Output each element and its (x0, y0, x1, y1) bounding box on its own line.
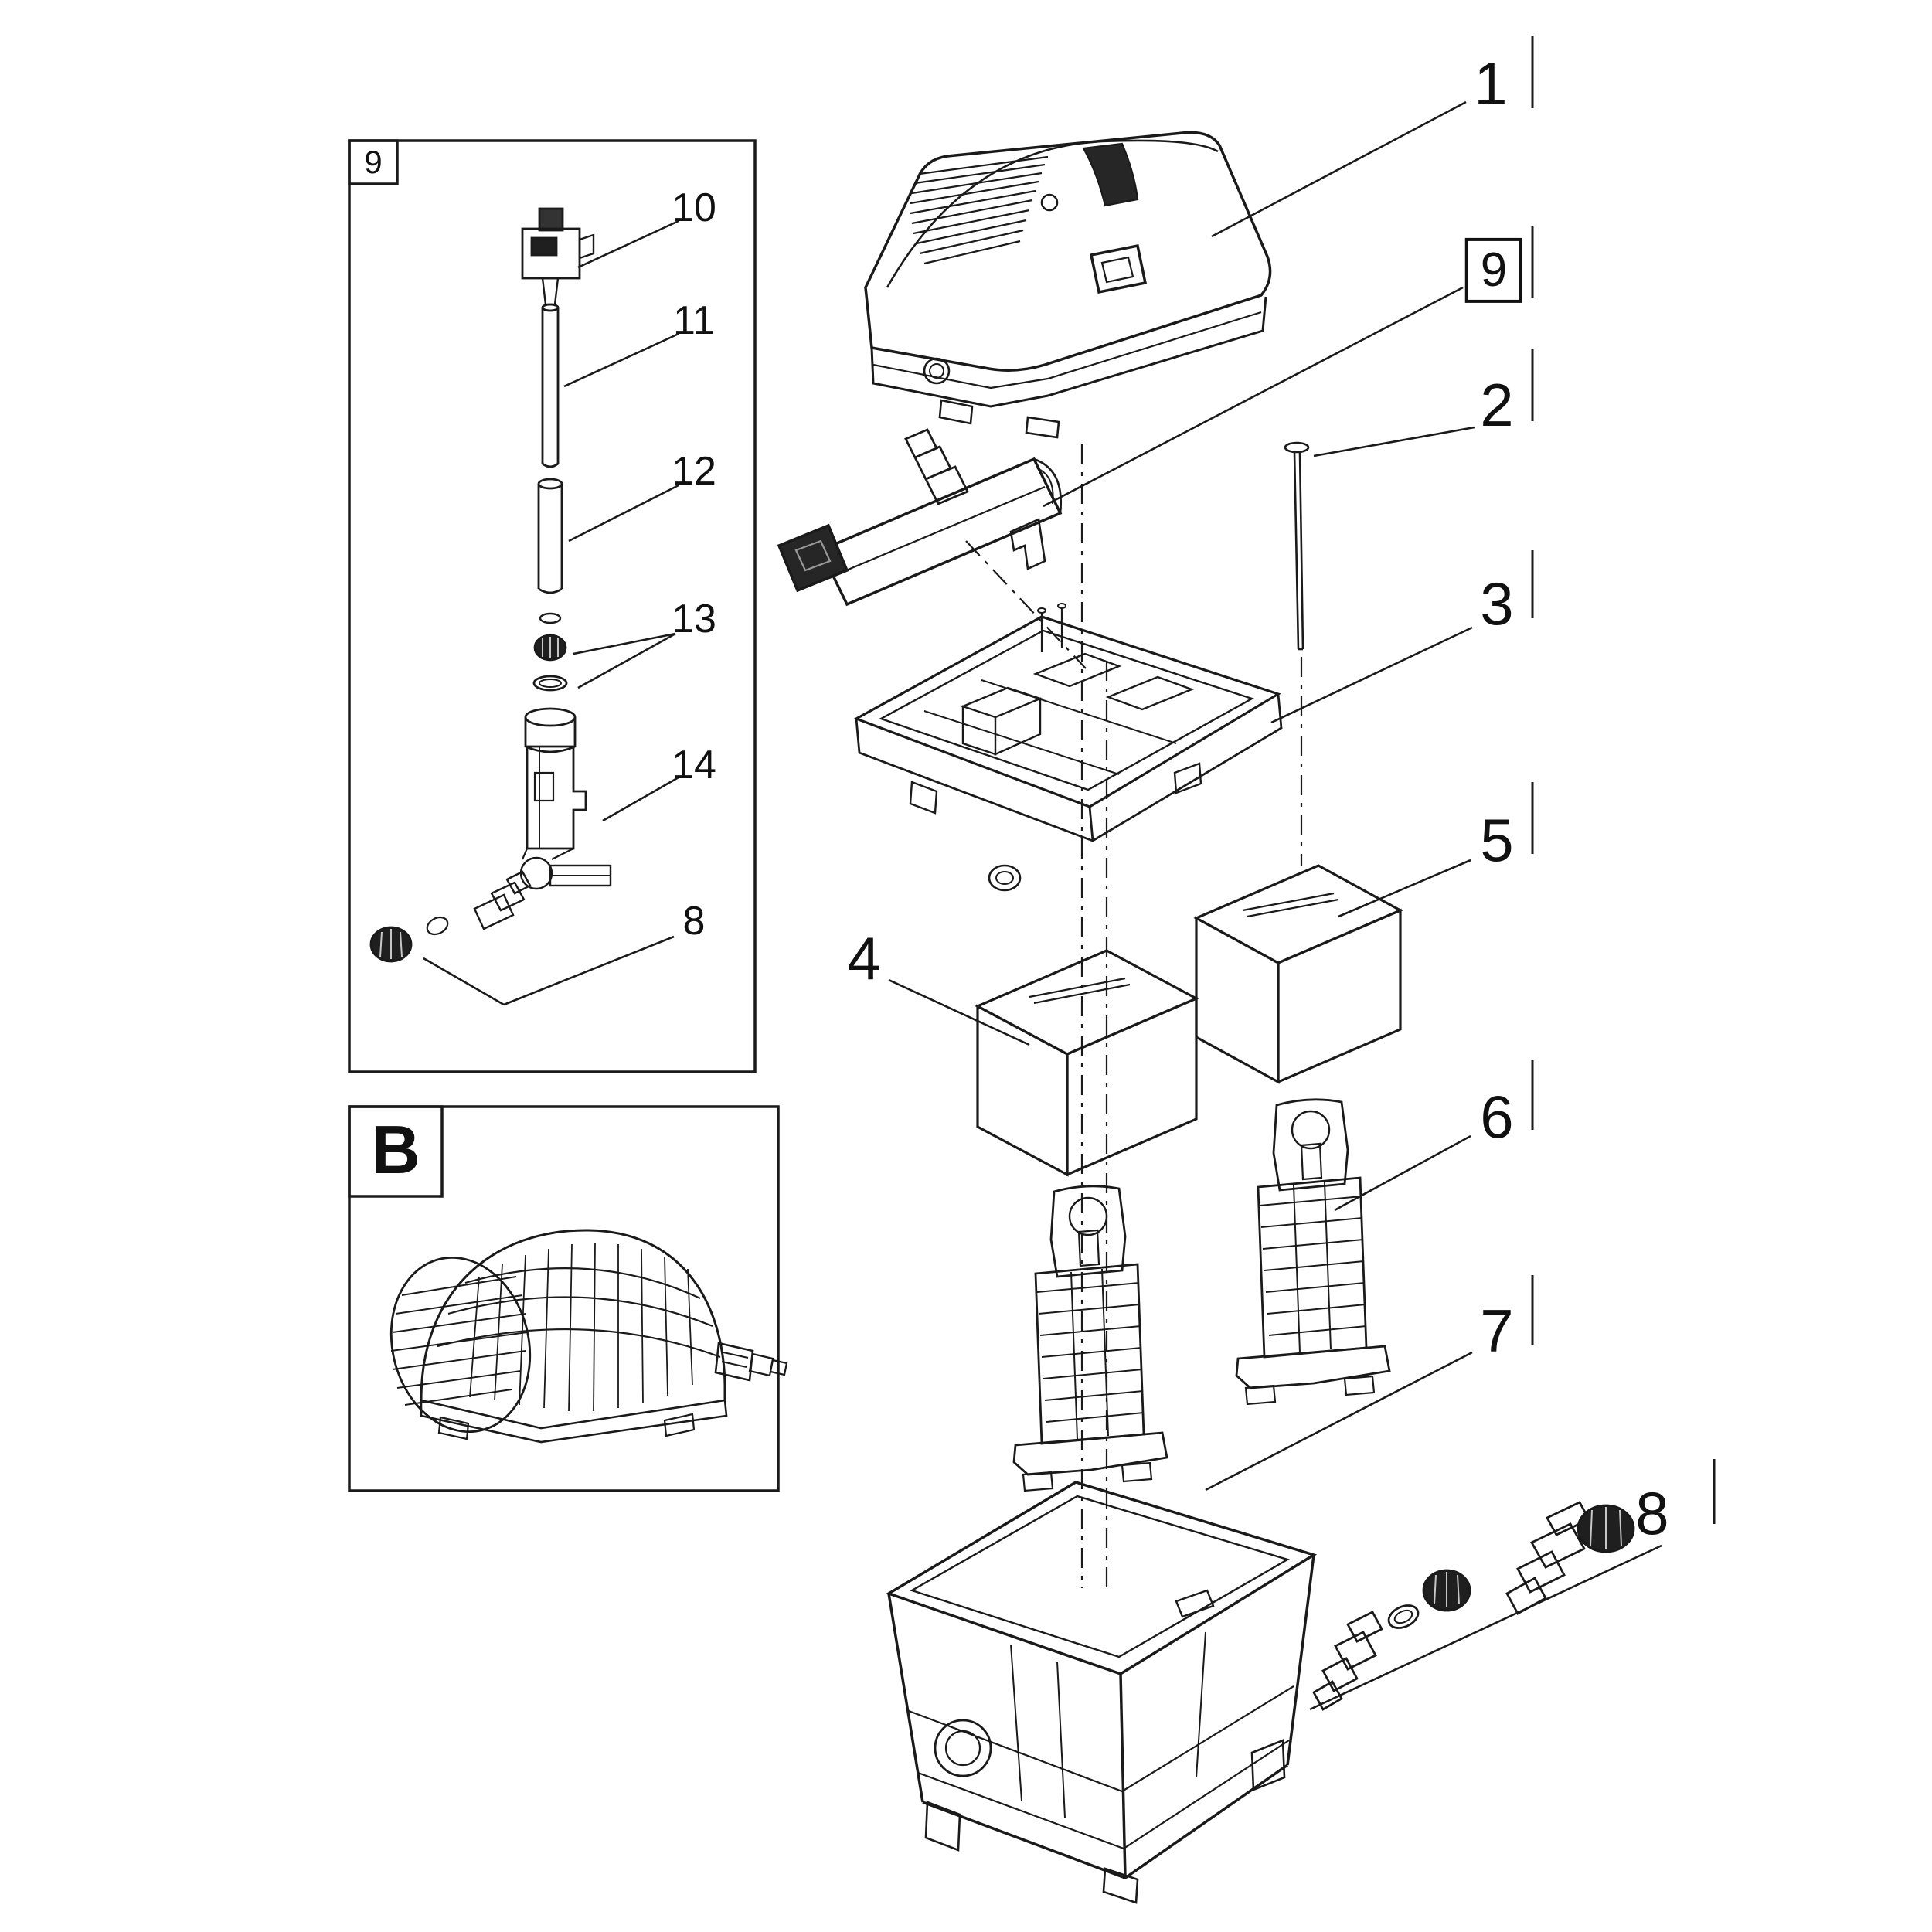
power-head-drawing (521, 207, 595, 306)
foam-holder-right-drawing (1235, 1098, 1391, 1406)
inset-uvc-frame (348, 139, 757, 1073)
o-ring-small (1387, 1604, 1420, 1629)
uvc-inlet-cone (904, 428, 969, 505)
callout-4: 4 (847, 924, 881, 992)
foam-right-slot (1242, 892, 1339, 918)
leader-lines (423, 100, 1662, 1711)
callout-3: 3 (1480, 570, 1514, 638)
inset-uvc-tag-box (348, 139, 399, 185)
callout-2: 2 (1480, 371, 1514, 439)
inset-connector-drawing (369, 870, 532, 963)
lid-control-panel (1089, 243, 1148, 294)
separator-tray-drawing (853, 603, 1283, 892)
inner-tube-drawing (541, 303, 560, 468)
foam-left-slot (1029, 977, 1131, 1005)
quartz-glass-drawing (537, 478, 563, 594)
callout-10: 10 (672, 185, 716, 230)
pump-outlet (714, 1342, 754, 1382)
callout-ticks (1531, 36, 1716, 1524)
inset-pump-tag: B (371, 1111, 420, 1188)
callout-13: 13 (672, 597, 716, 641)
lid-dark-band (1082, 142, 1139, 207)
inset-frames (348, 139, 780, 1492)
foam-block-left-drawing (975, 949, 1199, 1177)
inset-pump-frame (348, 1105, 780, 1492)
uvc-bracket (1009, 518, 1046, 570)
callout-8-inset: 8 (682, 899, 706, 944)
connector-set-drawing (1312, 1501, 1635, 1711)
uvc-power-plug (777, 523, 849, 593)
hose-tail-large (1505, 1501, 1590, 1615)
container-outlet-boss (934, 1719, 992, 1777)
pin-drawing (1284, 441, 1310, 651)
inset-pump-tag-box (348, 1105, 444, 1198)
callout-8: 8 (1635, 1479, 1669, 1547)
callout-6: 6 (1480, 1083, 1514, 1151)
center-axis-lines (965, 444, 1303, 1588)
uvc-holder-drawing (519, 707, 612, 890)
callout-9: 9 (1480, 243, 1508, 297)
foam-block-right-drawing (1193, 864, 1403, 1084)
callout-7: 7 (1480, 1297, 1514, 1365)
callout-5: 5 (1480, 806, 1514, 874)
filter-container-drawing (885, 1481, 1318, 1904)
inset-uvc-tag: 9 (364, 144, 383, 180)
pump-inset-drawing (389, 1229, 788, 1444)
callout-9-box: 9 (1464, 237, 1523, 304)
callout-1: 1 (1474, 49, 1508, 117)
hose-tail-small (1312, 1611, 1383, 1711)
callout-11: 11 (673, 298, 715, 343)
callout-14: 14 (672, 743, 716, 787)
foam-holder-left-drawing (1012, 1185, 1168, 1492)
uvc-inset-assembly (369, 207, 612, 963)
uvc-unit-drawing (777, 428, 1063, 607)
filter-lid-drawing (864, 131, 1272, 439)
seal-kit-drawing (532, 612, 568, 692)
callout-12: 12 (672, 449, 716, 494)
tray-slots (1032, 652, 1195, 711)
pump-strainer-face (389, 1256, 532, 1434)
lid-dial (923, 357, 951, 385)
